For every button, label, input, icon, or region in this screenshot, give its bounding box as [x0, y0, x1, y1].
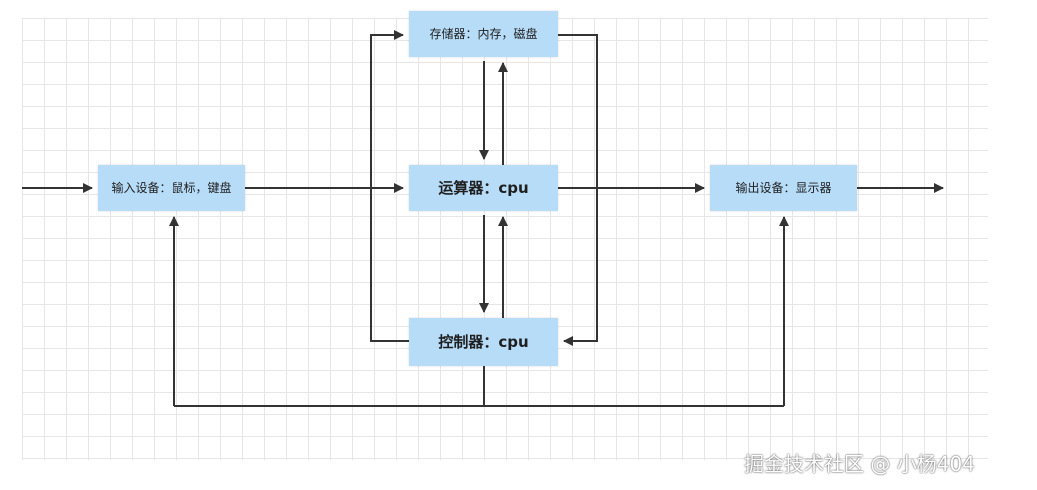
memory-to-control-connector [558, 34, 598, 346]
control-unit-node: 控制器：cpu [409, 318, 558, 366]
control-to-memory-connector [370, 30, 409, 342]
alu-label: 运算器：cpu [438, 178, 529, 197]
memory-node: 存储器：内存，磁盘 [409, 11, 558, 57]
input-device-node: 输入设备：鼠标，键盘 [98, 165, 245, 211]
output-device-label: 输出设备：显示器 [735, 181, 832, 195]
alu-node: 运算器：cpu [409, 165, 558, 211]
output-device-node: 输出设备：显示器 [710, 165, 857, 211]
control-unit-label: 控制器：cpu [438, 332, 529, 351]
memory-label: 存储器：内存，磁盘 [429, 27, 538, 41]
watermark-text: 掘金技术社区 @ 小杨404 [744, 452, 975, 476]
input-device-label: 输入设备：鼠标，键盘 [111, 181, 232, 195]
grid-background [22, 18, 988, 460]
